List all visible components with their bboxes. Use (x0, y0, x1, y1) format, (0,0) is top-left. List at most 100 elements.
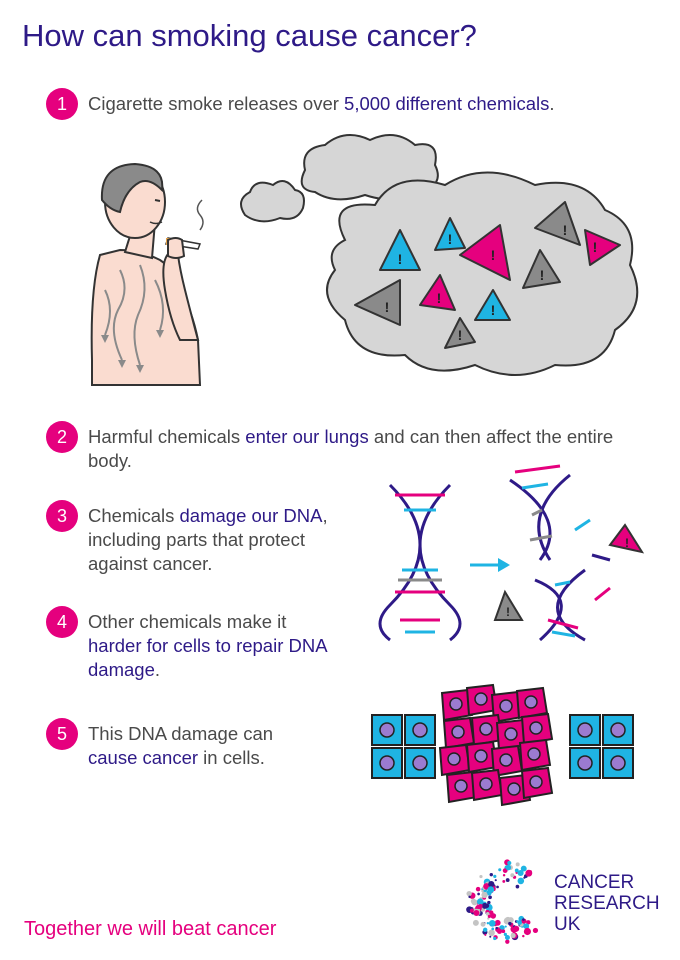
cell-nucleus (451, 725, 465, 739)
step-4: 4 Other chemicals make it harder for cel… (46, 606, 328, 682)
logo-dot (482, 927, 488, 933)
cell-nucleus (529, 721, 543, 735)
cell-nucleus (412, 755, 428, 771)
svg-text:!: ! (563, 222, 568, 238)
svg-text:!: ! (593, 239, 598, 255)
logo-dot (489, 872, 493, 877)
logo-dot (520, 865, 527, 872)
logo-dot (515, 862, 520, 867)
logo-dot (522, 934, 525, 938)
logo-dot (504, 935, 510, 940)
cell-nucleus (412, 722, 428, 738)
page-title: How can smoking cause cancer? (22, 18, 477, 53)
logo-dot (491, 927, 495, 931)
smoking-man-illustration (90, 162, 204, 386)
logo-dot (488, 929, 495, 937)
logo-dot (472, 919, 479, 926)
cell-nucleus (507, 782, 521, 796)
logo-dot (532, 927, 539, 934)
logo-dot (495, 926, 498, 930)
step-text: Harmful chemicals enter our lungs and ca… (88, 426, 614, 471)
cell-nucleus (447, 752, 461, 766)
cell-nucleus (379, 755, 395, 771)
logo-dot (478, 904, 483, 908)
logo-dot (485, 912, 490, 916)
logo-dot (507, 860, 512, 866)
cell-nucleus (499, 699, 513, 713)
logo-dot (487, 914, 492, 919)
step-number: 4 (46, 606, 78, 638)
logo-text: CANCER RESEARCH UK (554, 872, 660, 935)
smoke-cloud-illustration: !!! !!! !!! ! (240, 134, 639, 376)
logo-dot (516, 920, 519, 923)
svg-text:!: ! (385, 299, 390, 315)
logo-dot (528, 870, 532, 874)
step-text: Chemicals damage our DNA, including part… (88, 505, 328, 574)
svg-text:!: ! (491, 302, 496, 318)
logo-dot (498, 868, 502, 872)
step-text: Cigarette smoke releases over 5,000 diff… (88, 93, 555, 114)
logo-dot (484, 933, 487, 936)
logo-dot (487, 886, 495, 893)
cell-nucleus (527, 747, 541, 761)
step-number: 1 (46, 88, 78, 120)
logo-dot (505, 878, 510, 882)
logo-dot (510, 932, 516, 939)
logo-dot (488, 895, 492, 900)
logo-dot (503, 932, 507, 936)
logo-dot (470, 898, 476, 904)
dna-damage-illustration: ! ! (378, 464, 645, 642)
svg-text:!: ! (506, 605, 510, 619)
logo-dot (481, 902, 488, 909)
step-text: This DNA damage can cause cancer in cell… (88, 723, 274, 768)
cell-nucleus (610, 722, 626, 738)
cell-nucleus (577, 722, 593, 738)
step-3: 3 Chemicals damage our DNA, including pa… (46, 500, 328, 576)
logo-dot (515, 884, 520, 889)
logo-dot (505, 939, 510, 944)
logo-dot (486, 921, 490, 925)
logo-dot (481, 891, 488, 899)
logo-dot (468, 895, 471, 899)
logo-dot (493, 874, 497, 878)
logo-dot (514, 868, 519, 873)
logo-dot (523, 927, 531, 936)
cell-nucleus (610, 755, 626, 771)
logo-dot (501, 929, 506, 934)
cell-nucleus (479, 777, 493, 791)
step-1: 1 Cigarette smoke releases over 5,000 di… (46, 88, 648, 120)
cell-nucleus (479, 722, 493, 736)
svg-text:!: ! (437, 290, 442, 306)
svg-text:!: ! (540, 267, 545, 283)
cancer-research-uk-logo (466, 859, 539, 944)
cell-nucleus (577, 755, 593, 771)
logo-dot (507, 917, 514, 924)
logo-dot (476, 898, 484, 906)
logo-dot (479, 874, 483, 879)
step-number: 3 (46, 500, 78, 532)
logo-dot (504, 925, 507, 928)
logo-dot (466, 890, 472, 897)
svg-text:!: ! (625, 536, 629, 550)
step-text: Other chemicals make it harder for cells… (88, 611, 327, 680)
cell-nucleus (504, 727, 518, 741)
logo-dot (513, 925, 520, 932)
normal-cell (404, 747, 436, 779)
step-2: 2 Harmful chemicals enter our lungs and … (46, 421, 648, 473)
logo-dot (526, 920, 531, 925)
step-5: 5 This DNA damage can cause cancer in ce… (46, 718, 308, 770)
logo-dot (510, 873, 515, 878)
logo-dot (517, 869, 524, 877)
cell-nucleus (474, 749, 488, 763)
logo-dot (505, 864, 512, 871)
logo-dot (502, 873, 506, 877)
svg-text:!: ! (448, 231, 453, 247)
logo-dot (522, 918, 525, 921)
logo-dot (480, 921, 486, 927)
logo-dot (493, 936, 497, 941)
logo-dot (473, 910, 480, 916)
cell-nucleus (529, 775, 543, 789)
logo-dot (487, 900, 491, 905)
logo-dot (477, 892, 480, 896)
logo-dot (517, 877, 525, 885)
